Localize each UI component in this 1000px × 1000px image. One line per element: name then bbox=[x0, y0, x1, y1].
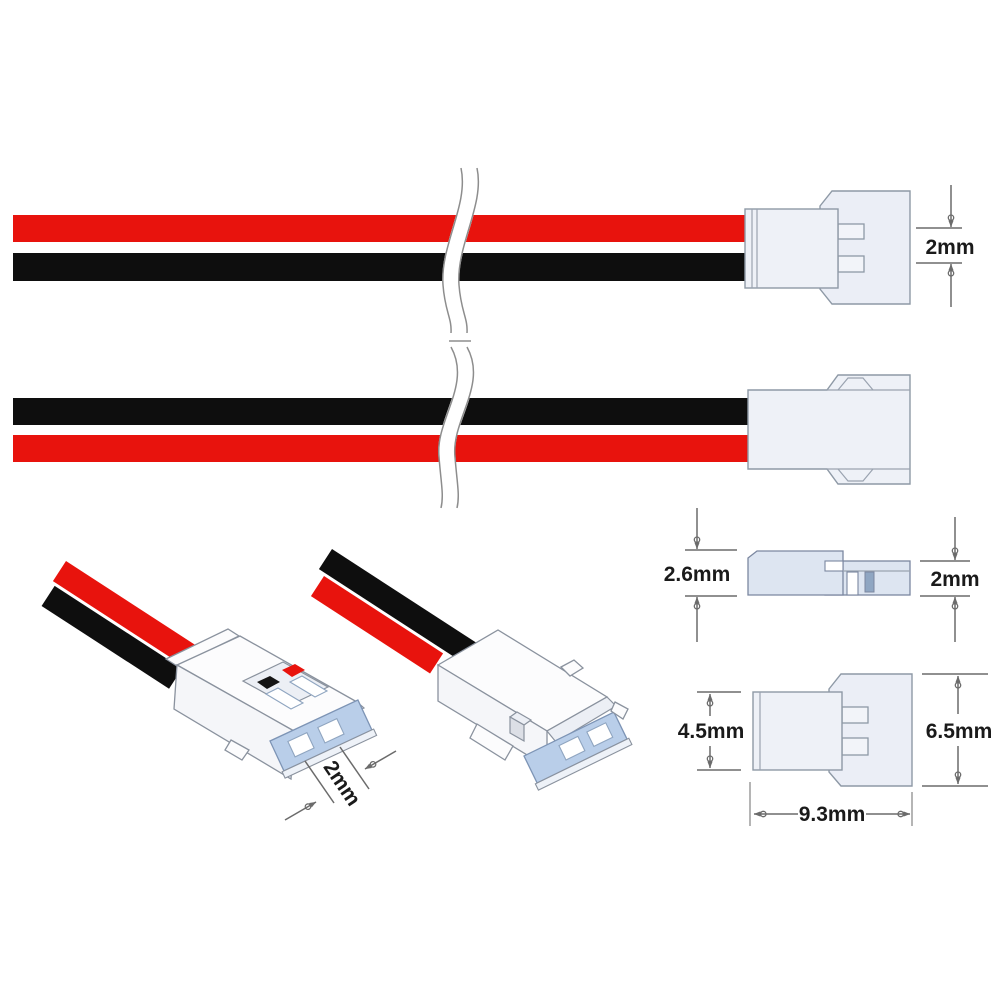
mating-hole-3 bbox=[558, 735, 586, 761]
female-connector-body bbox=[747, 374, 911, 485]
male-connector-body bbox=[744, 208, 839, 289]
front-body-height-label: 4.5mm bbox=[678, 720, 745, 743]
mating-hole-2 bbox=[317, 717, 345, 744]
perspective-left-ribbon bbox=[41, 561, 209, 689]
dimension-front-body-width: 9.3mm bbox=[749, 782, 913, 826]
male-connector-pin-2 bbox=[837, 255, 865, 273]
female-lead-assembly bbox=[13, 342, 911, 510]
housing2-latch-bump bbox=[559, 659, 585, 677]
dimension-side-socket-height: 2mm bbox=[920, 517, 980, 642]
housing2-latch-tab bbox=[469, 723, 514, 761]
female-connector-middle bbox=[747, 374, 911, 485]
housing2-cube-front bbox=[509, 715, 525, 743]
front-view-pin-2 bbox=[841, 737, 869, 756]
wire-break-symbol bbox=[442, 166, 480, 334]
housing2-hook bbox=[610, 701, 629, 720]
mating-hole-1 bbox=[287, 731, 315, 758]
housing-left-face bbox=[173, 663, 295, 781]
side-view-plug bbox=[747, 550, 844, 596]
mating-face-lip bbox=[281, 728, 378, 779]
male-connector-pin-1 bbox=[837, 223, 865, 240]
front-view-flange bbox=[828, 673, 913, 787]
ribbon-black bbox=[41, 585, 183, 689]
ribbon-black-2 bbox=[318, 549, 483, 668]
mating-hole-4 bbox=[586, 722, 614, 748]
side-view-notch bbox=[824, 560, 844, 572]
recess-wire-black-end bbox=[257, 676, 280, 689]
wire-black-top bbox=[13, 253, 747, 281]
latch-detail-top bbox=[837, 377, 874, 391]
mating-face-left bbox=[269, 699, 378, 779]
wire-red-top bbox=[13, 215, 747, 242]
front-view-male-connector bbox=[752, 673, 913, 787]
dimension-side-plug-height: 2.6mm bbox=[664, 508, 737, 642]
mating-face-lip-2 bbox=[534, 737, 633, 791]
wire-black-middle bbox=[13, 398, 749, 425]
recess-pin-strip-1 bbox=[264, 687, 305, 710]
front-view-pin-1 bbox=[841, 706, 869, 724]
perspective-female-connector bbox=[310, 549, 633, 791]
dimension-front-body-height: 4.5mm bbox=[678, 691, 745, 771]
ribbon-red bbox=[52, 561, 209, 674]
dimension-top-pitch: 2mm bbox=[916, 185, 975, 307]
ribbon-red-2 bbox=[310, 576, 444, 674]
recess-pin-strip-2 bbox=[288, 675, 329, 698]
male-connector-top bbox=[744, 190, 911, 305]
side-socket-height-label: 2mm bbox=[930, 568, 979, 591]
top-pitch-label: 2mm bbox=[925, 236, 974, 259]
mating-face-right bbox=[523, 711, 633, 791]
perspective-male-connector bbox=[41, 561, 378, 781]
side-plug-height-label: 2.6mm bbox=[664, 563, 731, 586]
side-view-mated-connectors bbox=[747, 550, 911, 596]
side-view-slot bbox=[864, 571, 875, 593]
perspective-pitch-label: 2mm bbox=[319, 757, 365, 811]
side-view-channel bbox=[846, 571, 859, 596]
dimension-front-flange-height: 6.5mm bbox=[922, 673, 993, 787]
male-connector-flange bbox=[819, 190, 911, 305]
latch-detail-bottom bbox=[837, 468, 874, 482]
front-view-body bbox=[752, 691, 843, 771]
housing-bottom-tab bbox=[224, 739, 250, 761]
recess-wire-red-end bbox=[282, 664, 305, 677]
male-lead-assembly bbox=[13, 166, 911, 334]
wire-red-middle bbox=[13, 435, 749, 462]
front-body-width-label: 9.3mm bbox=[799, 803, 866, 826]
front-flange-height-label: 6.5mm bbox=[926, 720, 993, 743]
wire-break-symbol-2 bbox=[438, 342, 475, 510]
perspective-right-ribbon bbox=[310, 549, 483, 674]
